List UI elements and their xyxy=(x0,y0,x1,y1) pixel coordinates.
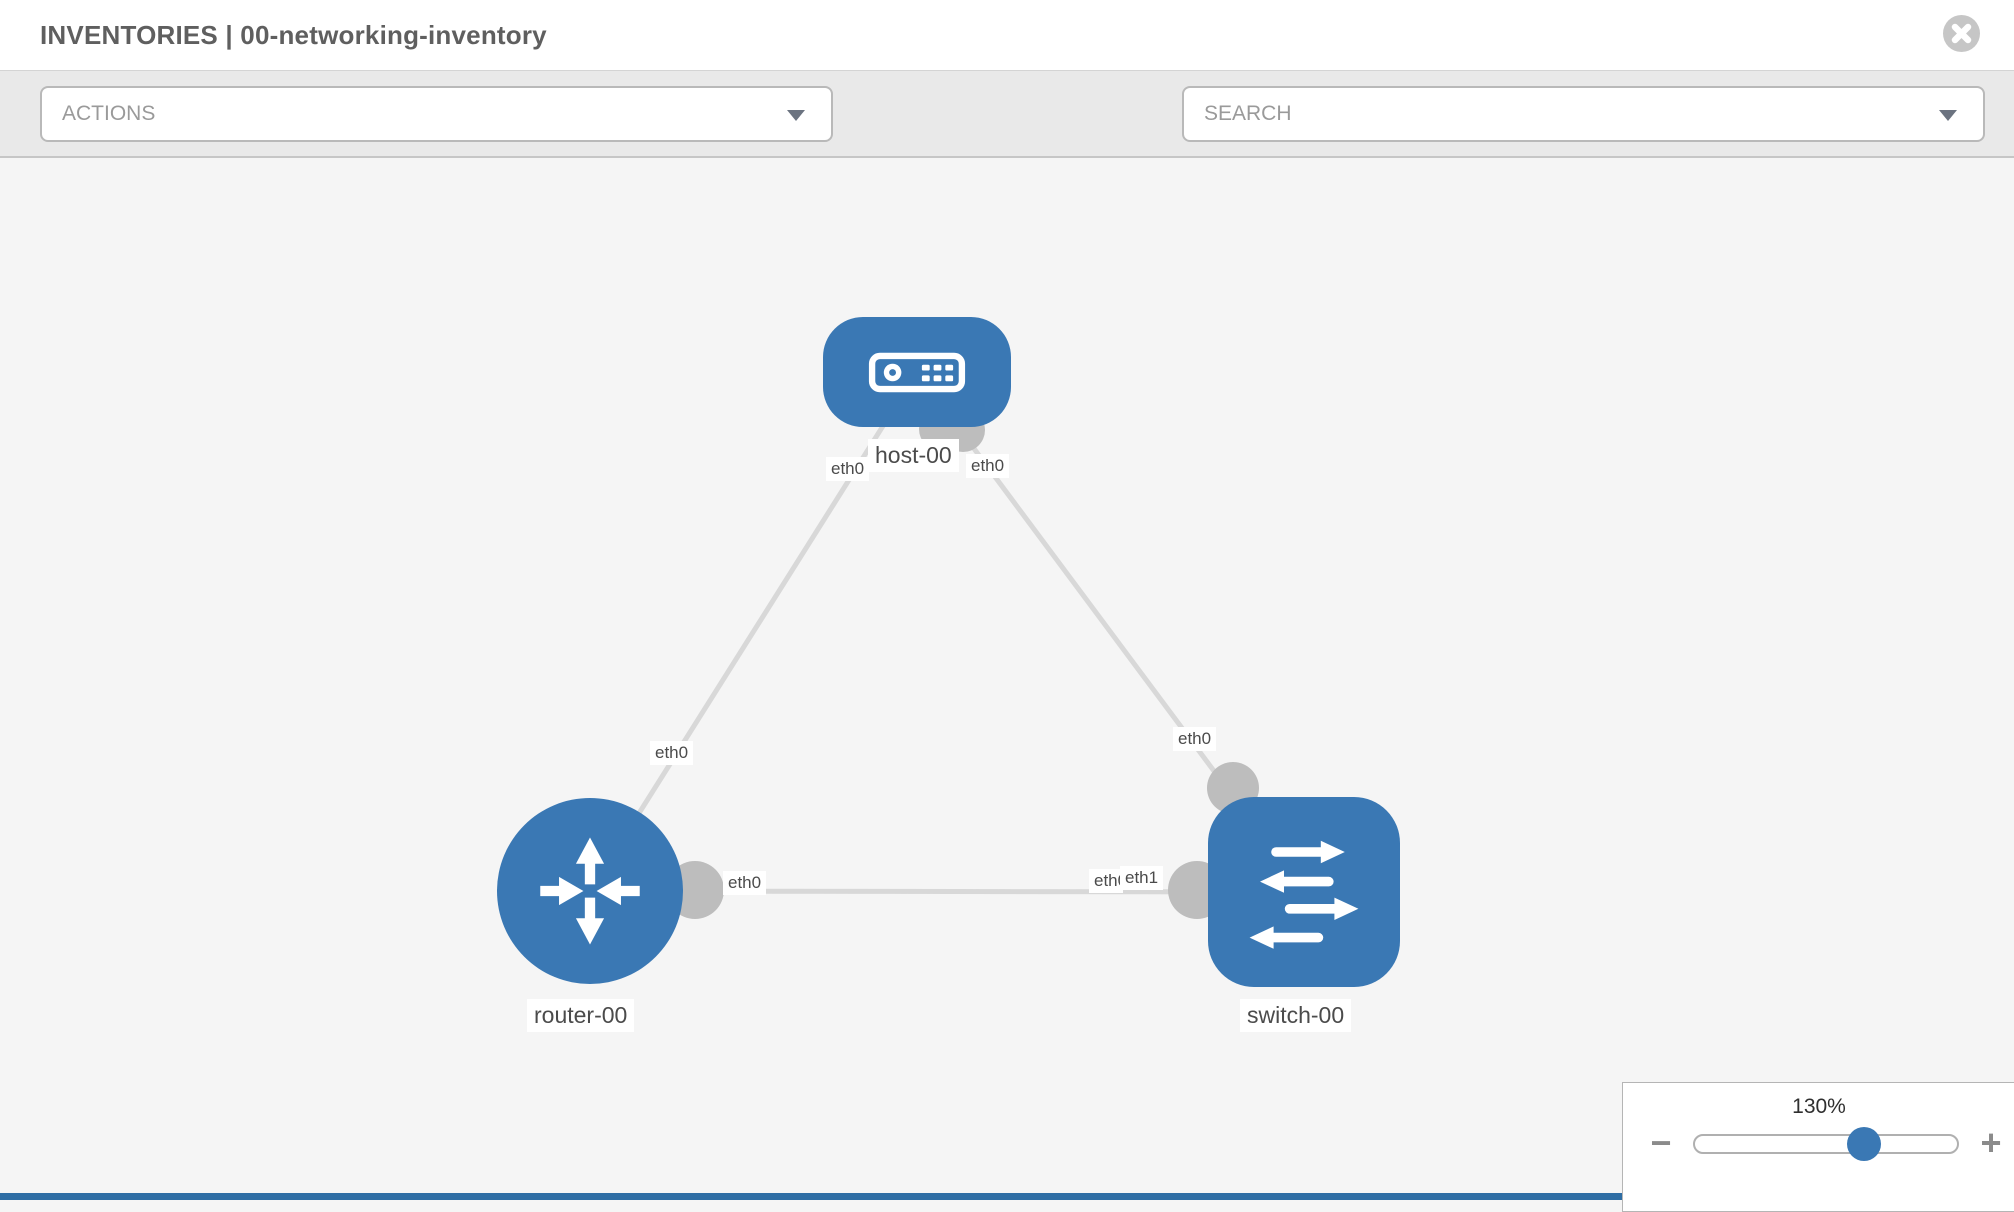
search-dropdown[interactable]: SEARCH xyxy=(1182,86,1985,142)
bottom-panel-edge xyxy=(0,1193,1622,1200)
node-switch-00[interactable] xyxy=(1208,797,1400,987)
router-icon xyxy=(540,837,640,945)
panel-header: INVENTORIES | 00-networking-inventory xyxy=(0,0,2014,70)
search-dropdown-label: SEARCH xyxy=(1204,102,1292,125)
node-label-switch: switch-00 xyxy=(1240,999,1352,1032)
zoom-level-value: 130% xyxy=(1792,1095,1846,1118)
node-label-router: router-00 xyxy=(527,999,635,1032)
close-button[interactable] xyxy=(1943,15,1980,52)
chevron-down-icon xyxy=(787,110,805,121)
page-title: INVENTORIES | 00-networking-inventory xyxy=(40,20,547,50)
iface-label-host-to-router: eth0 xyxy=(826,457,870,481)
node-router-00[interactable] xyxy=(497,798,683,984)
iface-label-switch-to-router: eth1 xyxy=(1120,866,1164,890)
chevron-down-icon xyxy=(1939,110,1957,121)
links-layer xyxy=(587,370,1307,919)
switch-icon xyxy=(1249,840,1359,949)
actions-dropdown[interactable]: ACTIONS xyxy=(40,86,833,142)
topology-canvas[interactable]: host-00 router-00 switch-00 eth0 eth0 et… xyxy=(0,158,2014,1200)
iface-label-router-to-host: eth0 xyxy=(650,741,694,765)
iface-label-host-to-switch: eth0 xyxy=(966,454,1010,478)
zoom-slider-handle[interactable] xyxy=(1847,1127,1881,1161)
zoom-panel: 130% − + xyxy=(1622,1082,2014,1212)
node-host-00[interactable] xyxy=(823,317,1011,427)
toolbar: ACTIONS SEARCH xyxy=(0,70,2014,200)
zoom-in-button[interactable]: + xyxy=(1971,1123,2011,1163)
zoom-out-button[interactable]: − xyxy=(1641,1123,1681,1163)
iface-label-overlapped: eth0 xyxy=(1089,869,1123,893)
iface-label-router-to-switch: eth0 xyxy=(723,871,767,895)
close-icon xyxy=(1951,23,1972,44)
host-icon xyxy=(868,352,966,392)
zoom-slider-track[interactable] xyxy=(1693,1134,1959,1154)
iface-label-switch-to-host: eth0 xyxy=(1173,727,1217,751)
actions-dropdown-label: ACTIONS xyxy=(62,102,156,125)
node-label-host: host-00 xyxy=(868,439,959,472)
